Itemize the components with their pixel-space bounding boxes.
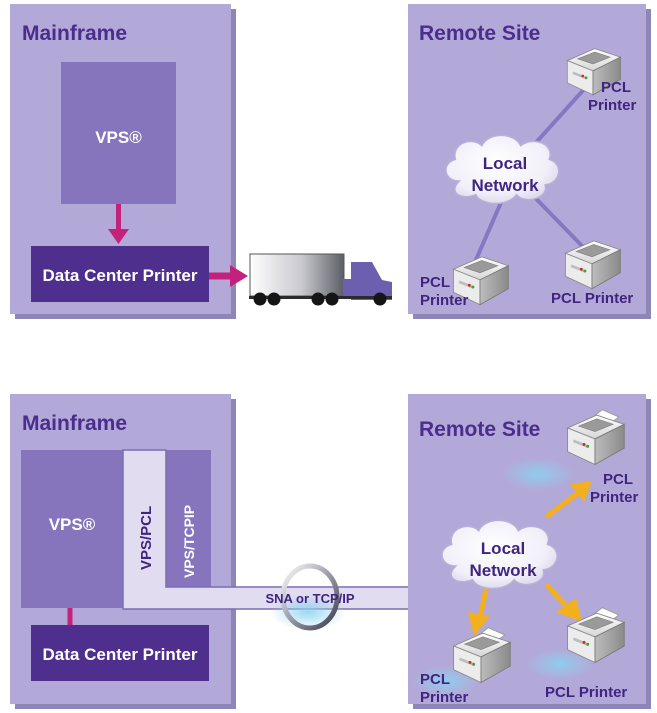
printer-label: PCL [420, 671, 450, 688]
arrowhead [556, 598, 582, 622]
vps-pcl-label: VPS/PCL [138, 506, 155, 570]
mainframe-title: Mainframe [22, 22, 127, 45]
arrowhead [570, 481, 592, 502]
vps-tcpip-label: VPS/TCPIP [181, 505, 197, 578]
data-center-printer-block [31, 625, 209, 681]
network-to-printer-arrow [544, 582, 568, 608]
vps-block [61, 62, 176, 204]
printer-label: Printer [420, 689, 469, 706]
network-to-printer-arrow [544, 491, 580, 519]
arrowhead [468, 612, 490, 636]
printer-glow [502, 458, 574, 490]
printer-label: PCL Printer [551, 290, 633, 307]
printer-label: Printer [590, 489, 639, 506]
printer-label: PCL Printer [545, 684, 627, 701]
remote-site-title: Remote Site [419, 22, 540, 45]
top-mainframe-panel: Mainframe VPS® Data Center Printer [10, 4, 236, 319]
truck-icon [249, 253, 392, 306]
printer-to-truck-arrowhead [230, 265, 248, 287]
bottom-diagram: Mainframe VPS® Data Center Printer VPS/P… [10, 394, 651, 709]
vps-to-printer-arrowhead [108, 229, 129, 244]
vps-block [21, 450, 211, 608]
network-label: Network [471, 176, 539, 195]
top-diagram: Mainframe VPS® Data Center Printer [10, 4, 651, 319]
printer-label: PCL [420, 274, 450, 291]
vps-label: VPS® [49, 515, 96, 534]
printer-label: PCL [603, 471, 633, 488]
bottom-remote-site-panel: Remote Site Local Network PCL Printer [408, 394, 651, 709]
pipe-label: SNA or TCP/IP [265, 591, 354, 606]
network-label: Network [469, 561, 537, 580]
printer-label: Printer [420, 292, 469, 309]
connection-ring-icon [280, 563, 340, 631]
network-label: Local [483, 154, 527, 173]
top-remote-site-panel: Remote Site Local Network PCL Printer PC… [408, 4, 651, 319]
remote-site-title: Remote Site [419, 418, 540, 441]
mainframe-title: Mainframe [22, 412, 127, 435]
printer-label: PCL [601, 79, 631, 96]
bottom-mainframe-panel: Mainframe VPS® Data Center Printer [10, 394, 236, 709]
printer-glow [526, 649, 594, 679]
data-center-printer-block [31, 246, 209, 302]
data-center-printer-label: Data Center Printer [43, 645, 198, 664]
printer-label: Printer [588, 97, 637, 114]
data-center-printer-label: Data Center Printer [43, 266, 198, 285]
network-label: Local [481, 539, 525, 558]
vps-label: VPS® [95, 128, 142, 147]
